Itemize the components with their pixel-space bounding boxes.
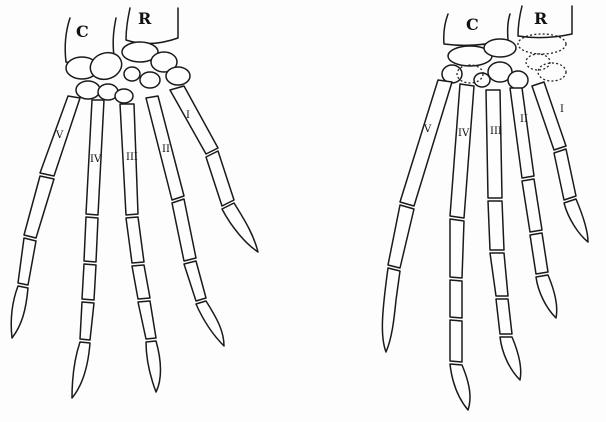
left-digit-II [146,96,224,346]
left-ulna-label: C [76,22,89,41]
right-digit-V [382,80,452,352]
left-radius-label: R [138,9,152,28]
left-digit-label-V: V [55,130,64,141]
right-hand-skeleton: C R I II III IV V [382,6,588,410]
right-digit-label-I: I [560,104,564,115]
right-digit-label-III: III [490,126,502,137]
left-digit-label-III: III [126,152,138,163]
right-digit-label-V: V [423,124,432,135]
left-digit-III [120,104,161,392]
left-digit-label-II: II [162,144,170,155]
right-radius-label: R [534,9,548,28]
right-digit-label-II: II [520,114,528,125]
left-digit-label-I: I [186,110,190,121]
left-digit-IV [72,100,104,398]
left-digit-V [11,96,80,338]
right-ulna-label: C [466,15,479,34]
left-radius-bone [126,8,178,44]
right-digit-label-IV: IV [458,128,470,139]
left-digit-label-IV: IV [90,154,102,165]
right-carpals [442,39,528,89]
left-hand-skeleton: C R I II III IV V [11,8,258,398]
